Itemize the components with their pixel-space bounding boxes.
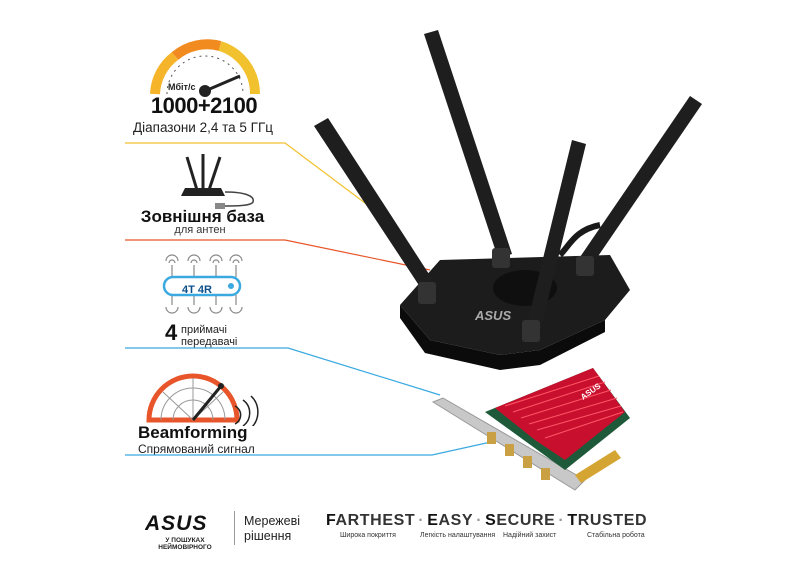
brand-divider [234,511,235,545]
base-subtitle: для антен [174,224,226,236]
router-antenna-base-illustration: ASUS [314,30,702,370]
motto-easy-first: E [427,512,439,529]
base-logo: ASUS [474,308,511,323]
brand-slogan: У ПОШУКАХ НЕЙМОВІРНОГО [158,537,212,551]
motto-farthest-first: F [326,512,336,529]
motto-separator: · [476,512,483,529]
motto-farthest-rest: ARTHEST [335,512,416,529]
base-title: Зовнішня база [140,207,265,226]
streams-line2: передавачі [181,336,238,348]
streams-count: 4 [165,320,178,345]
motto-separator: · [418,512,425,529]
beamforming-title: Beamforming [138,423,248,442]
brand-category: Мережеві рішення [244,514,300,544]
brand-line2: рішення [244,529,292,543]
motto-easy-rest: ASY [438,512,474,529]
speed-value: 1000+2100 [150,93,258,118]
streams-description: приймачі передавачі [181,324,237,348]
speed-gauge-icon [150,39,261,97]
asus-logo-text: ASUS [145,512,207,534]
caption-easy: Легкість налаштування [420,532,496,539]
caption-farthest: Широка покриття [340,532,396,539]
motto-trusted-first: T [567,512,578,529]
bands-label: Діапазони 2,4 та 5 ГГц [132,120,274,135]
speed-unit: Мбіт/с [168,82,196,92]
caption-trusted: Стабільна робота [587,532,645,539]
brand-line1: Мережеві [244,514,300,528]
streams-line1: приймачі [181,324,227,336]
brand-motto: FARTHEST·EASY·SECURE·TRUSTED [326,512,647,530]
antenna-base-icon [181,154,254,209]
streams-chip-label: 4T 4R [182,284,212,296]
asus-logo: ASUS [145,512,207,534]
beamforming-subtitle: Спрямований сигнал [138,442,255,456]
beamforming-radar-icon [146,373,259,426]
motto-separator: · [558,512,565,529]
wifi-streams-icon [162,254,243,314]
motto-secure-rest: ECURE [496,512,556,529]
pcie-card-illustration: ASUS [431,368,630,491]
motto-secure-first: S [485,512,497,529]
caption-secure: Надійний захист [503,532,557,539]
motto-trusted-rest: RUSTED [577,512,648,529]
